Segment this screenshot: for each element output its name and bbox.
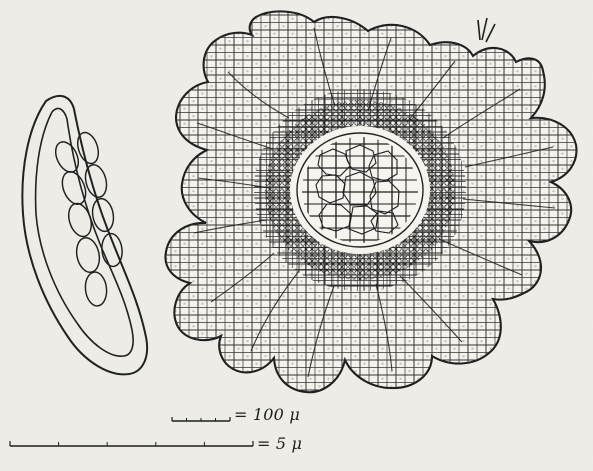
scale-label-5-micron: = 5 μ	[257, 434, 302, 453]
scale-label-100-micron: = 100 μ	[234, 405, 300, 424]
